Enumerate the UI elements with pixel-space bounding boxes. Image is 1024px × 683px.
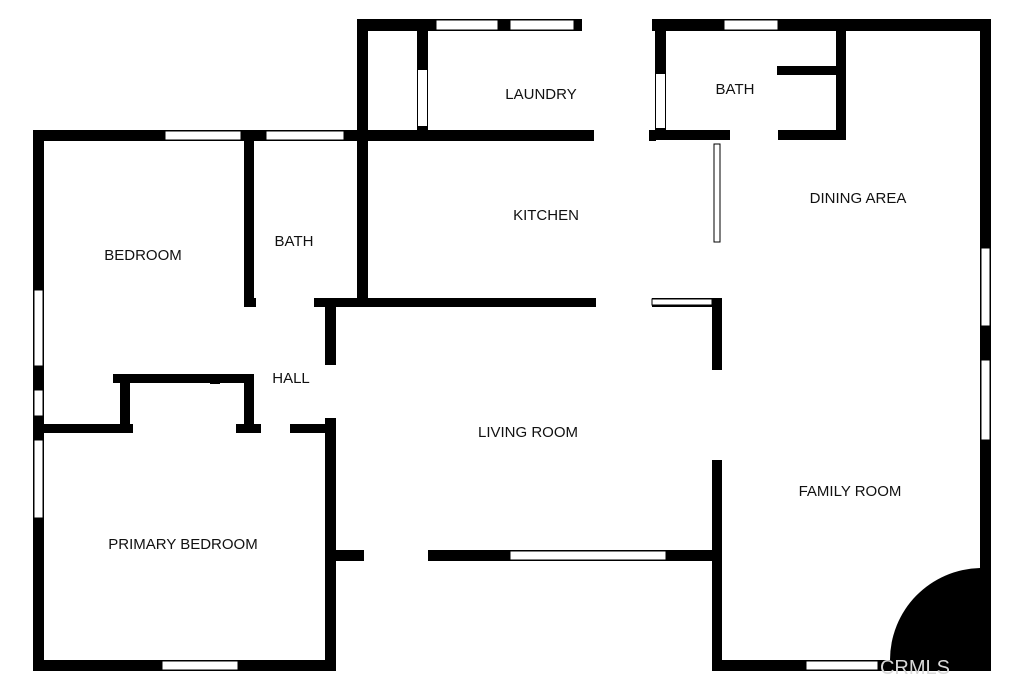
wall [244, 374, 254, 432]
room-label-bath-left: BATH [275, 233, 314, 250]
window [805, 660, 879, 671]
wall [357, 137, 368, 302]
wall [325, 418, 336, 671]
wall [357, 130, 656, 141]
wall [712, 298, 722, 370]
partition [713, 143, 721, 243]
partition [651, 298, 713, 306]
wall [244, 137, 254, 307]
wall [33, 424, 133, 433]
window [33, 439, 44, 519]
wall [712, 460, 722, 671]
wall [357, 19, 368, 137]
room-label-family-room: FAMILY ROOM [799, 483, 902, 500]
walls [33, 19, 991, 671]
wall [836, 30, 846, 140]
window [980, 247, 991, 327]
wall [236, 424, 261, 433]
room-label-bath-upper: BATH [716, 81, 755, 98]
room-label-living-room: LIVING ROOM [478, 424, 578, 441]
openings [44, 18, 778, 562]
room-labels: LAUNDRY BATH BATH BEDROOM KITCHEN DINING… [104, 81, 906, 553]
wall [777, 66, 839, 75]
room-label-dining-area: DINING AREA [810, 190, 907, 207]
window [723, 19, 779, 31]
windows [33, 19, 991, 671]
window [509, 19, 575, 31]
wall [980, 19, 991, 671]
wall [290, 424, 336, 433]
window [980, 359, 991, 441]
window [161, 660, 239, 671]
wall [113, 374, 253, 383]
room-label-bedroom: BEDROOM [104, 247, 182, 264]
room-label-laundry: LAUNDRY [505, 86, 576, 103]
fireplace [890, 568, 981, 661]
room-label-hall: HALL [272, 370, 310, 387]
wall [210, 374, 220, 384]
wall [120, 374, 130, 432]
watermark: CRMLS [880, 657, 950, 679]
window [265, 130, 345, 141]
window [33, 289, 44, 367]
wall [325, 307, 336, 365]
window [435, 19, 499, 31]
window [164, 130, 242, 141]
window [33, 389, 44, 417]
room-label-kitchen: KITCHEN [513, 207, 579, 224]
wall [254, 298, 596, 307]
room-label-primary-bedroom: PRIMARY BEDROOM [108, 536, 257, 553]
window [509, 550, 667, 561]
